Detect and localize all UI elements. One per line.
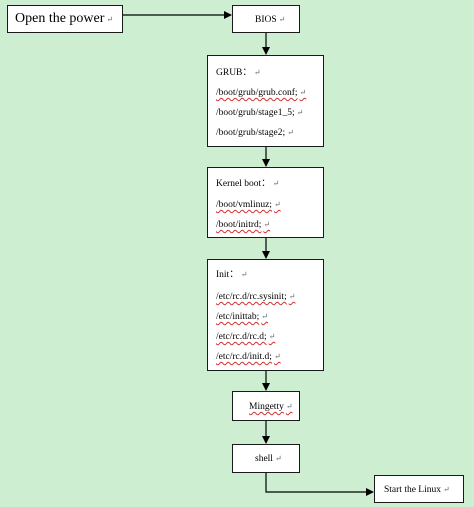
paragraph-mark: ↵ [240, 270, 248, 279]
node-bios: BIOS↵ [232, 5, 300, 33]
paragraph-mark: ↵ [268, 332, 276, 341]
paragraph-mark: ↵ [278, 15, 286, 24]
paragraph-mark: ↵ [443, 485, 450, 494]
paragraph-mark: ↵ [287, 128, 294, 137]
kernel-line-2: /boot/vmlinuz; [216, 200, 272, 210]
kernel-line-3: /boot/initrd; [216, 220, 262, 230]
node-kernel-boot: Kernel boot：↵ /boot/vmlinuz;↵ /boot/init… [207, 167, 324, 238]
node-open-the-power: Open the power↵ [7, 5, 123, 33]
node-power-label: Open the power [15, 11, 105, 26]
init-line-4: /etc/rc.d/rc.d; [216, 332, 267, 342]
node-grub: GRUB：↵ /boot/grub/grub.conf;↵ /boot/grub… [207, 55, 324, 147]
paragraph-mark: ↵ [272, 179, 280, 188]
grub-line-4: /boot/grub/stage2; [216, 128, 286, 138]
grub-line-1: GRUB： [216, 68, 252, 78]
paragraph-mark: ↵ [296, 108, 304, 117]
kernel-line-1: Kernel boot： [216, 179, 271, 189]
paragraph-mark: ↵ [253, 68, 261, 77]
paragraph-mark: ↵ [106, 15, 114, 24]
init-line-1: Init： [216, 270, 239, 280]
paragraph-mark: ↵ [288, 292, 296, 301]
node-linux-label: Start the Linux [384, 485, 441, 495]
grub-line-3: /boot/grub/stage1_5; [216, 108, 295, 118]
init-line-5: /etc/rc.d/init.d; [216, 352, 272, 362]
paragraph-mark: ↵ [273, 200, 281, 209]
grub-line-2: /boot/grub/grub.conf; [216, 88, 298, 98]
node-mingetty-label: Mingetty [249, 402, 284, 412]
node-shell: shell↵ [232, 444, 300, 473]
node-mingetty: Mingetty↵ [232, 391, 300, 421]
paragraph-mark: ↵ [261, 312, 268, 321]
init-line-3: /etc/inittab; [216, 312, 260, 322]
paragraph-mark: ↵ [274, 454, 282, 463]
paragraph-mark: ↵ [263, 220, 271, 229]
node-start-the-linux: Start the Linux↵ [374, 475, 464, 503]
node-shell-label: shell [255, 454, 273, 464]
init-line-2: /etc/rc.d/rc.sysinit; [216, 292, 287, 302]
node-init: Init：↵ /etc/rc.d/rc.sysinit;↵ /etc/initt… [207, 259, 324, 371]
node-bios-label: BIOS [255, 15, 277, 25]
edge-shell-linux [265, 473, 374, 496]
paragraph-mark: ↵ [285, 402, 293, 411]
paragraph-mark: ↵ [299, 88, 307, 97]
paragraph-mark: ↵ [273, 352, 281, 361]
